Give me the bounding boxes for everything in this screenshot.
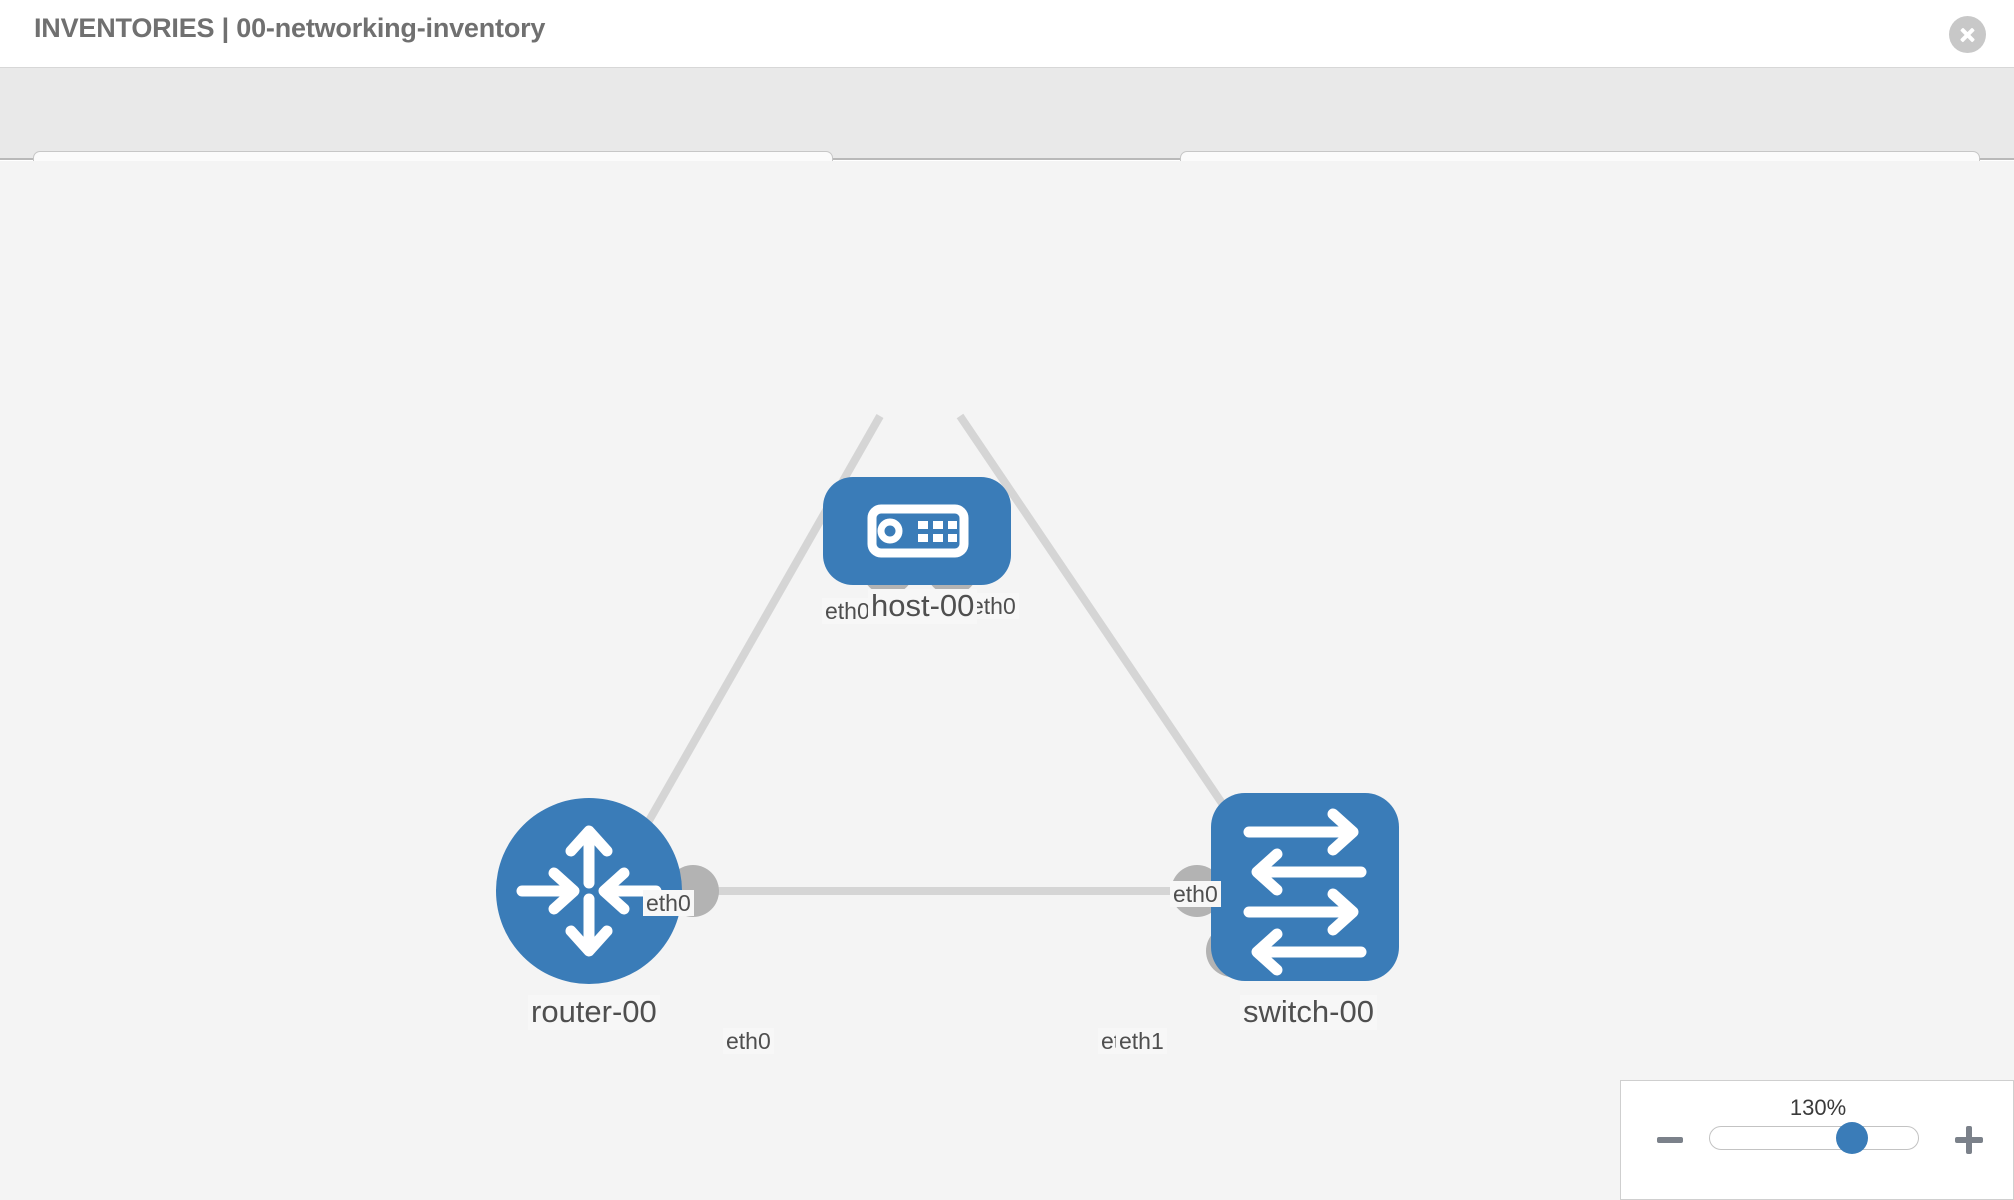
page-header: INVENTORIES | 00-networking-inventory (0, 0, 2014, 68)
edge-label-iface: eth0 (723, 1028, 774, 1055)
node-label-router: router-00 (528, 995, 660, 1030)
node-switch-00 (1211, 793, 1399, 981)
toolbar: ACTIONS SEARCH (0, 68, 2014, 209)
close-icon[interactable] (1949, 16, 1986, 53)
plus-icon[interactable] (1955, 1126, 1983, 1154)
router-arrows-icon (516, 825, 662, 957)
topology-canvas[interactable]: eth0 eth0 eth0 eth0 eth0 eth0 eth1 host-… (0, 161, 2014, 1200)
zoom-control-panel: 130% (1620, 1080, 2014, 1200)
edge-label-iface: eth0 (1170, 881, 1221, 908)
node-label-switch: switch-00 (1240, 995, 1377, 1030)
minus-icon[interactable] (1657, 1137, 1683, 1143)
switch-arrows-icon (1243, 808, 1367, 976)
edge-label-iface: eth0 (968, 593, 1019, 620)
node-label-host: host-00 (868, 589, 978, 624)
edge-label-iface: eth0 (643, 890, 694, 917)
server-icon (867, 504, 969, 558)
zoom-slider-thumb[interactable] (1836, 1122, 1868, 1154)
topology-graph (496, 413, 1399, 984)
edge-label-iface: eth1 (1116, 1028, 1167, 1055)
node-host-00 (823, 477, 1011, 585)
zoom-slider-track[interactable] (1709, 1126, 1919, 1150)
edge-label-iface: eth0 (822, 598, 873, 625)
node-router-00 (496, 798, 682, 984)
zoom-level-value: 130% (1789, 1095, 1847, 1120)
page-title: INVENTORIES | 00-networking-inventory (34, 13, 546, 43)
